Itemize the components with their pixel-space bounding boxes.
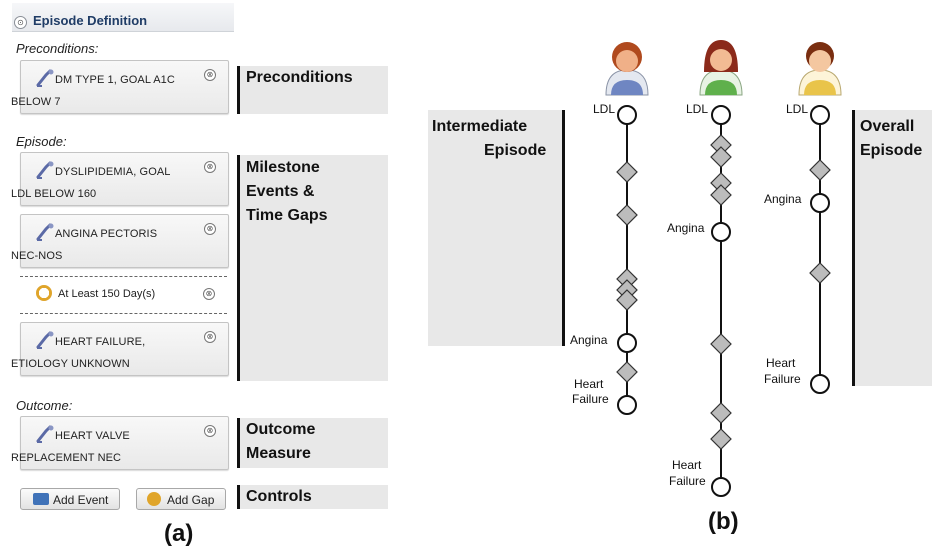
heart-failure-label-2-line1: Heart	[672, 458, 702, 472]
annotation-box	[240, 66, 388, 114]
angina-event-node[interactable]	[617, 333, 637, 353]
ldl-label-3: LDL	[786, 102, 809, 116]
overall-label-line2: Episode	[860, 142, 923, 159]
patient-avatar-3[interactable]	[798, 42, 842, 96]
episode-card[interactable]: HEART FAILURE,ETIOLOGY UNKNOWN ⊗	[11, 322, 229, 376]
annotation-bar	[237, 418, 240, 468]
ldl-event-node[interactable]	[617, 105, 637, 125]
annotation-milestone-line1: Milestone	[246, 159, 320, 176]
event-diamond[interactable]	[616, 361, 638, 383]
annotation-outcome-line1: Outcome	[246, 421, 316, 438]
heart-failure-event-node[interactable]	[810, 374, 830, 394]
annotation-outcome-line2: Measure	[246, 445, 311, 462]
preconditions-label: Preconditions:	[16, 41, 99, 56]
collapse-icon[interactable]: ⊙	[14, 16, 27, 29]
annotation-milestone-line2: Events &	[246, 183, 315, 200]
intermediate-label-line1: Intermediate	[432, 118, 528, 135]
ldl-event-node[interactable]	[711, 105, 731, 125]
annotation-box	[240, 418, 388, 468]
timeline-patient-3	[809, 105, 831, 394]
panel-header[interactable]	[12, 3, 234, 32]
stethoscope-icon	[36, 161, 54, 179]
intermediate-label-line2: Episode	[484, 142, 547, 159]
heart-failure-label-1-line1: Heart	[574, 377, 604, 391]
event-diamond[interactable]	[809, 262, 831, 284]
event-diamond[interactable]	[710, 402, 732, 424]
add-gap-button[interactable]: Add Gap	[136, 488, 226, 510]
add-event-icon	[33, 493, 49, 505]
remove-icon[interactable]: ⊗	[203, 288, 215, 300]
episode-label: Episode:	[16, 134, 67, 149]
ldl-event-node[interactable]	[810, 105, 830, 125]
remove-icon[interactable]: ⊗	[204, 331, 216, 343]
heart-failure-label-3-line1: Heart	[766, 356, 796, 370]
add-event-button[interactable]: Add Event	[20, 488, 120, 510]
clock-icon	[147, 492, 161, 506]
angina-event-node[interactable]	[711, 222, 731, 242]
intermediate-episode-bar	[562, 110, 565, 346]
patient-avatar-1[interactable]	[605, 42, 649, 96]
timeline-patient-1	[616, 105, 638, 415]
stethoscope-icon	[36, 425, 54, 443]
overall-episode-box	[855, 110, 932, 386]
annotation-bar	[237, 66, 240, 114]
annotation-controls: Controls	[246, 488, 312, 505]
ldl-label-1: LDL	[593, 102, 616, 116]
angina-label-1: Angina	[570, 333, 608, 347]
heart-failure-label-1-line2: Failure	[572, 392, 609, 406]
event-diamond[interactable]	[710, 333, 732, 355]
annotation-milestone-line3: Time Gaps	[246, 207, 328, 224]
overall-episode-bar	[852, 110, 855, 386]
remove-icon[interactable]: ⊗	[204, 69, 216, 81]
annotation-preconditions: Preconditions	[246, 69, 353, 86]
ldl-label-2: LDL	[686, 102, 709, 116]
event-diamond[interactable]	[710, 184, 732, 206]
caption-b: (b)	[708, 508, 739, 535]
intermediate-episode-box	[428, 110, 562, 346]
episode-definition-panel: ⊙ Episode Definition Preconditions: DM T…	[0, 0, 236, 520]
angina-label-3: Angina	[764, 192, 802, 206]
outcome-label: Outcome:	[16, 398, 73, 413]
timeline-patient-2	[710, 105, 732, 497]
patient-avatar-2[interactable]	[699, 40, 743, 96]
stethoscope-icon	[36, 223, 54, 241]
clock-icon	[36, 285, 52, 301]
annotation-box	[240, 485, 388, 509]
event-diamond[interactable]	[616, 204, 638, 226]
stethoscope-icon	[36, 331, 54, 349]
annotation-bar	[237, 485, 240, 509]
remove-icon[interactable]: ⊗	[204, 161, 216, 173]
remove-icon[interactable]: ⊗	[204, 223, 216, 235]
overall-label-line1: Overall	[860, 118, 915, 135]
time-gap-card[interactable]: At Least 150 Day(s) ⊗	[20, 276, 227, 314]
caption-a: (a)	[164, 520, 194, 547]
heart-failure-label-2-line2: Failure	[669, 474, 706, 488]
event-diamond[interactable]	[710, 146, 732, 168]
heart-failure-event-node[interactable]	[617, 395, 637, 415]
heart-failure-event-node[interactable]	[711, 477, 731, 497]
gap-label: At Least 150 Day(s)	[58, 288, 156, 300]
event-diamond[interactable]	[710, 428, 732, 450]
angina-label-2: Angina	[667, 221, 705, 235]
annotation-box	[240, 155, 388, 381]
stethoscope-icon	[36, 69, 54, 87]
angina-event-node[interactable]	[810, 193, 830, 213]
heart-failure-label-3-line2: Failure	[764, 372, 801, 386]
event-diamond[interactable]	[809, 159, 831, 181]
panel-title: Episode Definition	[33, 13, 148, 28]
remove-icon[interactable]: ⊗	[204, 425, 216, 437]
event-diamond[interactable]	[616, 161, 638, 183]
annotation-bar	[237, 155, 240, 381]
card-text: HEART FAILURE,ETIOLOGY UNKNOWN	[11, 336, 146, 370]
